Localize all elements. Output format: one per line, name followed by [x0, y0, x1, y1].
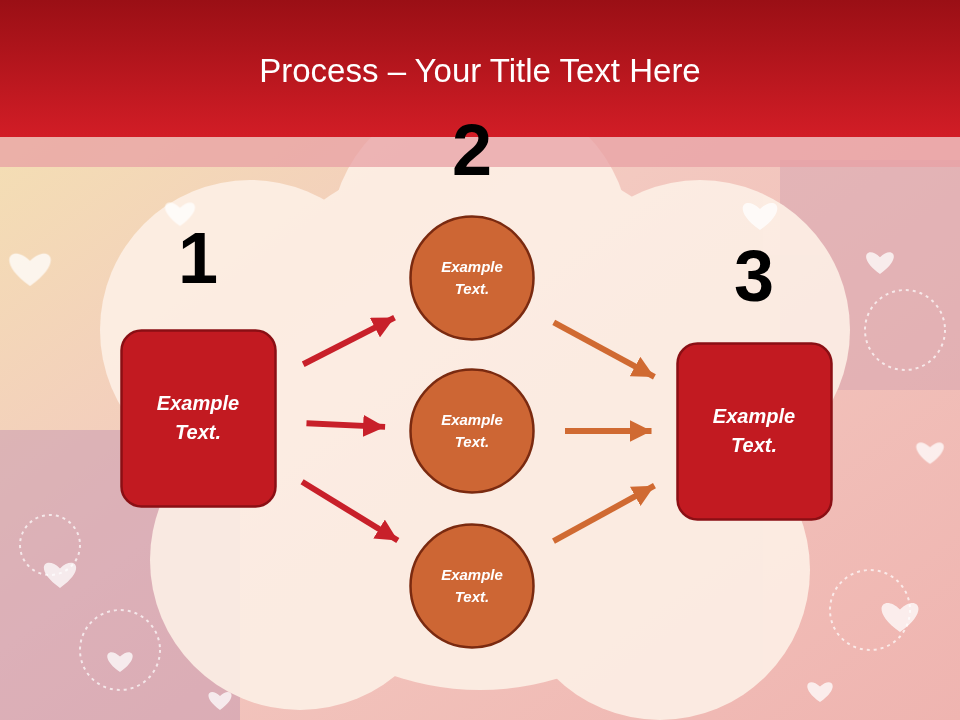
flow-arrow [554, 486, 655, 541]
hearts [9, 203, 944, 710]
box-shape [121, 330, 275, 506]
step-number: 1 [138, 222, 258, 294]
cloud [100, 90, 850, 720]
node-text: Example Text. [429, 256, 515, 300]
circle-outline [409, 523, 535, 649]
process-circle: Example Text. [409, 215, 535, 341]
node-text: Example Text. [698, 402, 810, 460]
flow-arrow [303, 318, 394, 365]
dotted-rings [20, 290, 945, 690]
flow-arrow [306, 423, 385, 427]
process-circle: Example Text. [409, 523, 535, 649]
flow-arrow [302, 482, 398, 541]
process-circle: Example Text. [409, 368, 535, 494]
node-text: Example Text. [142, 389, 254, 447]
box-outline [676, 342, 833, 521]
flow-arrow [565, 428, 652, 434]
step-number: 3 [694, 240, 814, 312]
box-shape [677, 343, 831, 519]
process-box: Example Text. [676, 342, 833, 521]
heart-pattern [0, 160, 960, 720]
step-number: 2 [412, 114, 532, 186]
flow-arrow [554, 322, 655, 377]
circle-shape [411, 370, 534, 493]
circle-outline [409, 368, 535, 494]
node-text: Example Text. [429, 409, 515, 453]
process-box: Example Text. [120, 329, 277, 508]
circle-outline [409, 215, 535, 341]
circle-shape [411, 217, 534, 340]
node-text: Example Text. [429, 564, 515, 608]
box-outline [120, 329, 277, 508]
slide-title: Process – Your Title Text Here [0, 52, 960, 90]
circle-shape [411, 525, 534, 648]
